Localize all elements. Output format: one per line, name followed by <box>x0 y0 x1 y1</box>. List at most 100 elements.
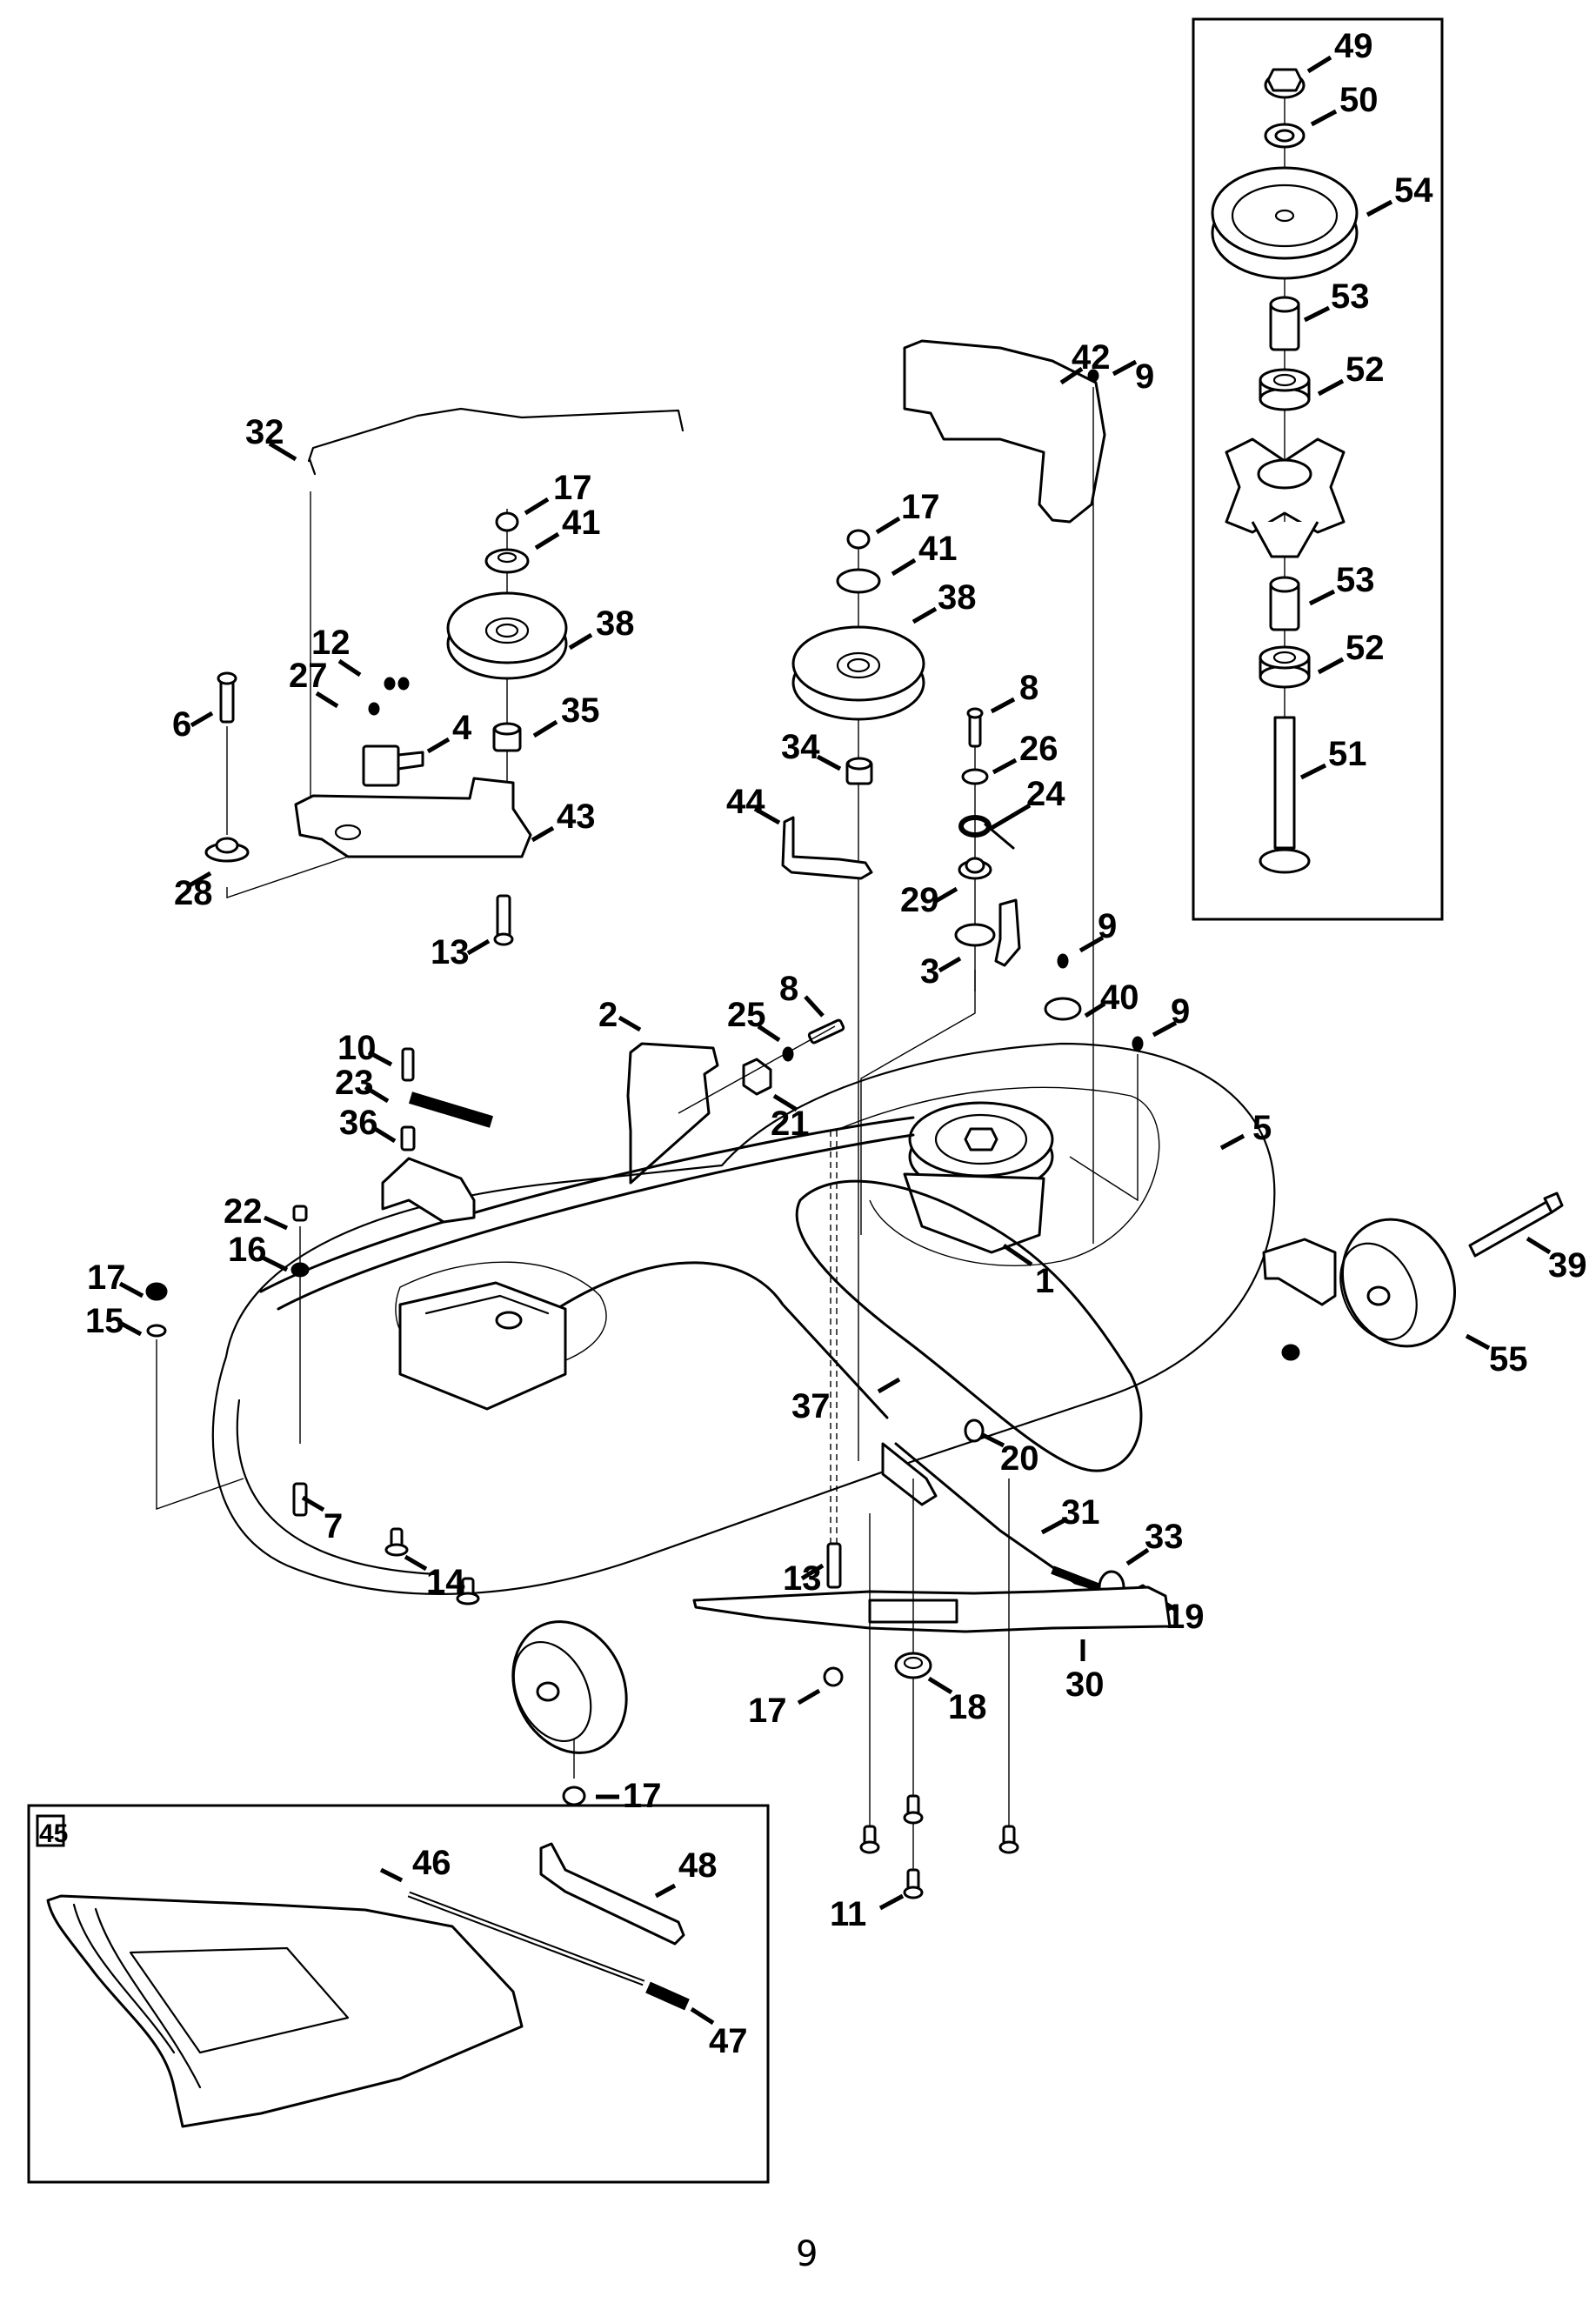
callout-33: 33 <box>1145 1518 1184 1556</box>
spacer-icon <box>204 837 250 863</box>
axle-bolt-icon <box>1468 1192 1564 1258</box>
nut-icon <box>823 1666 844 1687</box>
hairpin-clip-icon <box>964 1419 985 1443</box>
callout-23: 23 <box>335 1064 374 1102</box>
callout-27: 27 <box>289 657 328 695</box>
bracket-icon <box>626 1042 719 1185</box>
bolt-icon <box>859 1794 1019 1899</box>
callout-17: 17 <box>87 1258 126 1297</box>
nut-icon <box>1264 68 1306 99</box>
callout-26: 26 <box>1019 730 1058 768</box>
callout-35: 35 <box>561 691 600 730</box>
nut-icon <box>562 1786 586 1806</box>
callout-37: 37 <box>791 1387 831 1425</box>
callout-12: 12 <box>311 624 351 662</box>
callout-5: 5 <box>1252 1109 1272 1147</box>
callout-52: 52 <box>1346 350 1385 389</box>
nut-icon <box>742 1058 772 1096</box>
spindle-housing-icon <box>398 1281 567 1411</box>
mulch-inset-frame <box>27 1804 770 2184</box>
bracket-icon <box>881 1442 938 1506</box>
callout-39: 39 <box>1548 1246 1587 1285</box>
bolt-icon <box>493 894 514 946</box>
callout-46: 46 <box>412 1844 451 1882</box>
bearing-icon <box>1259 368 1311 411</box>
callout-54: 54 <box>1394 171 1433 210</box>
bolt-icon <box>217 671 237 724</box>
callout-50: 50 <box>1339 81 1379 119</box>
badge-45-box <box>36 1814 65 1847</box>
callout-48: 48 <box>678 1846 718 1885</box>
bolt-icon <box>966 707 984 748</box>
callout-7: 7 <box>324 1507 343 1545</box>
left-idler-assembly: 32 17 41 38 35 <box>172 407 684 971</box>
callout-4: 4 <box>452 709 472 747</box>
spacer-icon <box>845 757 873 785</box>
engine-pulley-icon <box>903 1101 1054 1254</box>
bearing-icon <box>1259 645 1311 689</box>
screw-icon <box>1057 953 1069 969</box>
callout-17: 17 <box>623 1777 662 1815</box>
callout-9: 9 <box>1171 992 1190 1031</box>
screw-icon <box>368 677 410 716</box>
deck-bracket-icon <box>903 339 1106 524</box>
washer-icon <box>1264 123 1306 149</box>
pulley-cap-icon <box>484 548 530 574</box>
bushing-icon <box>958 857 992 880</box>
spindle-inset: 49 50 54 53 52 53 52 51 <box>1192 17 1444 921</box>
callout-11: 11 <box>830 1895 866 1933</box>
callout-17: 17 <box>901 488 940 526</box>
mower-deck: 10 23 36 22 16 17 15 7 <box>85 1029 1587 1815</box>
callout-3: 3 <box>920 952 939 991</box>
blade-adapter-icon <box>894 1652 932 1679</box>
pulley-icon <box>1211 166 1359 280</box>
bracket-icon <box>781 816 873 880</box>
callout-8: 8 <box>1019 669 1038 707</box>
deck-rod-icon <box>307 407 684 463</box>
bracket-icon <box>362 744 424 787</box>
callout-41: 41 <box>562 504 601 542</box>
spacer-icon <box>492 722 522 752</box>
callout-28: 28 <box>174 874 213 912</box>
nut-icon <box>495 511 519 532</box>
callout-45: 45 <box>39 1819 68 1848</box>
callout-18: 18 <box>948 1688 987 1726</box>
spring-icon <box>645 1981 690 2011</box>
gauge-wheel-icon <box>1339 1218 1457 1348</box>
callout-38: 38 <box>938 578 977 617</box>
blade-assembly: 31 33 19 13 30 17 18 <box>692 1131 1205 1933</box>
nut-icon <box>145 1282 168 1301</box>
pulley-cap-icon <box>836 568 881 594</box>
spacer-icon <box>400 1125 416 1152</box>
callout-43: 43 <box>557 798 596 836</box>
bolt-icon <box>826 1542 842 1589</box>
idler-pulley-icon <box>446 591 568 680</box>
drive-belt-icon <box>795 1179 1143 1472</box>
callout-17: 17 <box>748 1692 787 1730</box>
callout-47: 47 <box>709 2022 748 2060</box>
callout-9: 9 <box>1135 357 1154 396</box>
page-number: 9 <box>796 2234 818 2274</box>
mulch-kit-inset: 45 46 48 47 <box>27 1804 770 2184</box>
nut-icon <box>846 529 871 550</box>
callout-19: 19 <box>1165 1598 1205 1636</box>
callout-22: 22 <box>224 1192 263 1231</box>
bushing-icon <box>292 1205 308 1222</box>
bolt-icon <box>401 1047 415 1082</box>
center-idler-assembly: 17 41 38 34 44 8 <box>726 338 1154 1461</box>
torsion-spring-icon <box>958 815 1015 850</box>
bolt-icon <box>384 1527 480 1605</box>
callout-6: 6 <box>172 705 191 744</box>
wheel-bracket-icon <box>1262 1238 1337 1306</box>
callout-14: 14 <box>426 1563 465 1601</box>
bracket-icon <box>539 1842 685 1946</box>
spindle-housing-icon <box>1225 437 1346 558</box>
callout-24: 24 <box>1026 775 1065 813</box>
callout-13: 13 <box>431 933 470 971</box>
callout-2: 2 <box>598 996 618 1034</box>
callout-55: 55 <box>1489 1340 1528 1378</box>
callout-34: 34 <box>781 728 820 766</box>
clip-icon <box>1044 997 1082 1021</box>
callout-49: 49 <box>1334 27 1373 65</box>
